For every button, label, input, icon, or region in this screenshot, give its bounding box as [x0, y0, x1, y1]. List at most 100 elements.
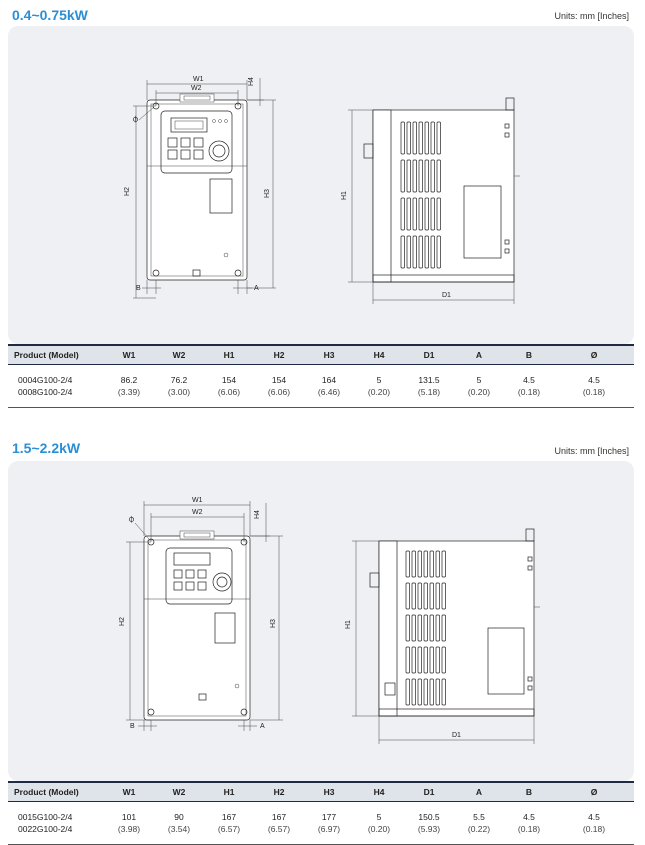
- vent-slot: [418, 159, 423, 193]
- vent-slot: [430, 235, 435, 269]
- table-header-row: Product (Model) W1 W2 H1 H2 H3 H4 D1 A B…: [8, 344, 634, 365]
- col-header: H3: [304, 781, 354, 802]
- col-header: B: [504, 344, 554, 365]
- vent-slots-1: [400, 121, 441, 269]
- col-header: Ø: [554, 781, 634, 802]
- front-view-1: W1 W2 H4 Ø H2 H3 B: [124, 76, 276, 299]
- value-cell: 76.2(3.00): [154, 364, 204, 408]
- vent-slot: [417, 614, 422, 642]
- vent-slot: [405, 614, 410, 642]
- dim-w1-label-2: W1: [192, 497, 203, 504]
- dim-w2-label-1: W2: [191, 85, 202, 92]
- vent-slot: [435, 582, 440, 610]
- col-header: W1: [104, 781, 154, 802]
- dim-b-label-2: B: [130, 723, 135, 730]
- col-header: H1: [204, 344, 254, 365]
- vent-slot: [417, 646, 422, 674]
- vent-slot: [412, 159, 417, 193]
- vent-slot: [436, 235, 441, 269]
- value-cell: 90(3.54): [154, 801, 204, 845]
- col-header: H1: [204, 781, 254, 802]
- vent-slot: [406, 159, 411, 193]
- vent-slot: [400, 197, 405, 231]
- drawing-panel-1: W1 W2 H4 Ø H2 H3 B: [8, 26, 634, 344]
- vent-slot: [441, 582, 446, 610]
- vent-slot: [406, 235, 411, 269]
- vent-slot: [430, 197, 435, 231]
- vent-slot: [405, 582, 410, 610]
- vent-slot: [424, 159, 429, 193]
- value-cell: 5(0.20): [454, 364, 504, 408]
- vent-slot: [430, 121, 435, 155]
- value-cell: 4.5(0.18): [554, 364, 634, 408]
- vent-slot: [418, 197, 423, 231]
- vent-slot: [435, 678, 440, 706]
- vent-slot: [405, 646, 410, 674]
- vent-slot: [412, 121, 417, 155]
- value-cell: 154(6.06): [204, 364, 254, 408]
- dim-h1-label-2: H1: [345, 620, 352, 629]
- vent-slot: [429, 646, 434, 674]
- vent-slot: [423, 678, 428, 706]
- vent-slot: [400, 235, 405, 269]
- value-cell: 131.5(5.18): [404, 364, 454, 408]
- dim-d1-label-2: D1: [452, 732, 461, 739]
- value-cell: 4.5(0.18): [504, 801, 554, 845]
- vent-slot: [411, 678, 416, 706]
- col-header: D1: [404, 781, 454, 802]
- front-view-2: W1 W2 H4 Ø H2 H3 B: [119, 497, 283, 731]
- spec-table-1: Product (Model) W1 W2 H1 H2 H3 H4 D1 A B…: [8, 344, 634, 408]
- section-2-title: 1.5~2.2kW: [12, 440, 81, 456]
- vent-slot: [400, 121, 405, 155]
- vent-slot: [424, 197, 429, 231]
- col-header: H2: [254, 344, 304, 365]
- value-cell: 86.2(3.39): [104, 364, 154, 408]
- vent-slot: [412, 235, 417, 269]
- vent-slot: [400, 159, 405, 193]
- dim-w2-label-2: W2: [192, 509, 203, 516]
- dim-phi-label-1: Ø: [132, 115, 141, 124]
- side-view-2: H1 D1: [345, 528, 540, 744]
- vent-slot: [429, 550, 434, 578]
- vent-slot: [429, 582, 434, 610]
- vent-slot: [436, 197, 441, 231]
- dim-h4-label-2: H4: [254, 510, 261, 519]
- vent-slot: [423, 614, 428, 642]
- dim-h2-label-1: H2: [124, 187, 131, 196]
- vent-slot: [424, 121, 429, 155]
- vent-slot: [430, 159, 435, 193]
- value-cell: 101(3.98): [104, 801, 154, 845]
- table-header-row: Product (Model) W1 W2 H1 H2 H3 H4 D1 A B…: [8, 781, 634, 802]
- value-cell: 4.5(0.18): [554, 801, 634, 845]
- col-header: Product (Model): [8, 344, 104, 365]
- value-cell: 5.5(0.22): [454, 801, 504, 845]
- col-header: W2: [154, 781, 204, 802]
- vent-slot: [417, 582, 422, 610]
- dim-h3-label-2: H3: [270, 619, 277, 628]
- value-cell: 167(6.57): [204, 801, 254, 845]
- col-header: W2: [154, 344, 204, 365]
- col-header: H4: [354, 781, 404, 802]
- vent-slot: [435, 614, 440, 642]
- vent-slot: [411, 582, 416, 610]
- vent-slot: [411, 550, 416, 578]
- vent-slot: [406, 197, 411, 231]
- vent-slot: [418, 235, 423, 269]
- vent-slot: [411, 646, 416, 674]
- col-header: Product (Model): [8, 781, 104, 802]
- value-cell: 167(6.57): [254, 801, 304, 845]
- vent-slot: [436, 121, 441, 155]
- value-cell: 177(6.97): [304, 801, 354, 845]
- value-cell: 150.5(5.93): [404, 801, 454, 845]
- col-header: Ø: [554, 344, 634, 365]
- vent-slot: [423, 550, 428, 578]
- vent-slot: [406, 121, 411, 155]
- section-1-units: Units: mm [Inches]: [554, 11, 629, 21]
- dim-a-label-1: A: [254, 285, 259, 292]
- dim-phi-label-2: Ø: [128, 515, 137, 524]
- vent-slot: [441, 646, 446, 674]
